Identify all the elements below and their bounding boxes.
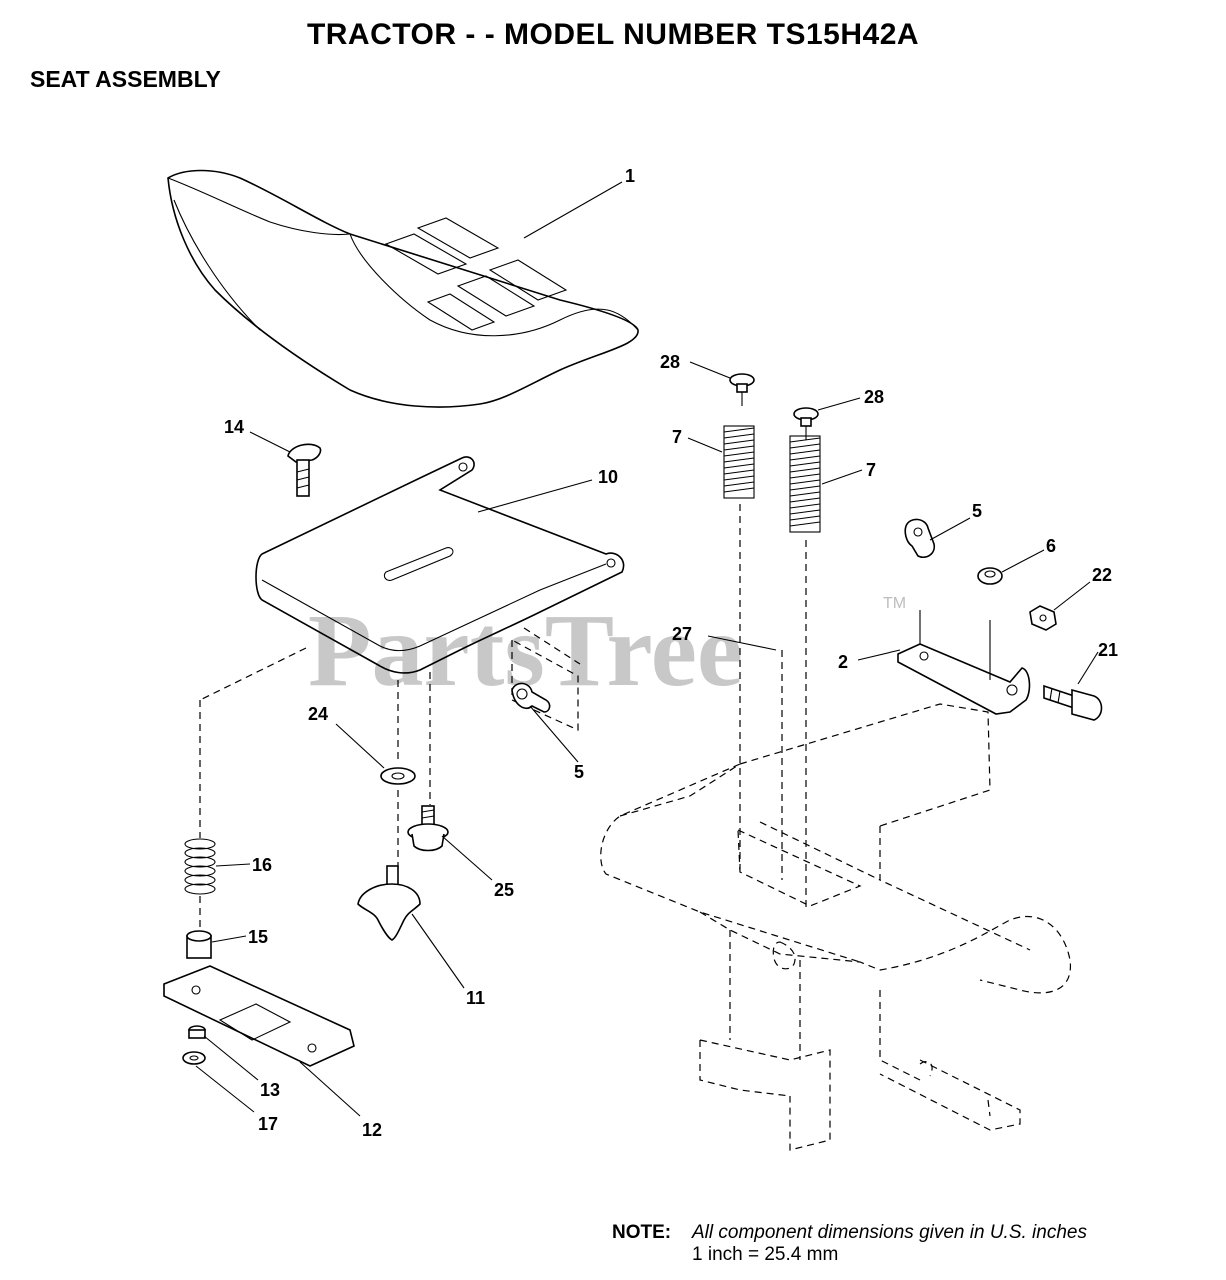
callout-10: 10	[598, 467, 618, 487]
callout-24: 24	[308, 704, 328, 724]
note-label: NOTE:	[612, 1222, 672, 1243]
plate-12	[163, 965, 355, 1067]
callout-28-right: 28	[864, 387, 884, 407]
note-line-1: NOTE: All component dimensions given in U…	[612, 1222, 1087, 1244]
spring-16	[184, 838, 216, 895]
spacer-15	[186, 930, 212, 959]
note-text: All component dimensions given in U.S. i…	[692, 1222, 1087, 1243]
nut-13	[188, 1025, 206, 1039]
callout-25: 25	[494, 880, 514, 900]
note-block: NOTE: All component dimensions given in U…	[612, 1222, 1087, 1266]
washer-6	[977, 567, 1003, 585]
watermark-tm: TM	[883, 595, 906, 612]
bolt-28-right	[793, 407, 819, 440]
callout-6: 6	[1046, 536, 1056, 556]
seat-pads	[384, 217, 568, 331]
callout-15: 15	[248, 927, 268, 947]
callout-11: 11	[466, 988, 485, 1008]
callout-5-right: 5	[972, 501, 982, 521]
callout-1: 1	[625, 166, 635, 186]
bracket-2	[897, 610, 1031, 715]
nut-22	[1029, 605, 1057, 631]
carriage-bolt	[287, 443, 322, 497]
callout-22: 22	[1092, 565, 1112, 585]
clip-right	[904, 518, 936, 559]
bolt-25	[407, 805, 449, 852]
callout-12: 12	[362, 1120, 382, 1140]
seat-cushion	[167, 169, 639, 408]
page-title: TRACTOR - - MODEL NUMBER TS15H42A	[306, 18, 920, 51]
callout-27: 27	[672, 624, 692, 644]
bolt-21	[1043, 684, 1103, 721]
callout-5-left: 5	[574, 762, 584, 782]
knob-11	[357, 865, 421, 941]
note-line-2: 1 inch = 25.4 mm	[692, 1244, 839, 1265]
section-title: SEAT ASSEMBLY	[30, 66, 221, 92]
washer-24	[380, 767, 416, 785]
callout-7-right: 7	[866, 460, 876, 480]
callout-7-left: 7	[672, 427, 682, 447]
callout-14: 14	[224, 417, 244, 437]
spring-7-right	[789, 435, 821, 533]
clip-left	[511, 682, 551, 713]
callout-16: 16	[252, 855, 272, 875]
seat-pan	[255, 456, 625, 674]
callout-17: 17	[258, 1114, 278, 1134]
tractor-frame	[600, 703, 1071, 1151]
callout-21: 21	[1098, 640, 1118, 660]
washer-17	[182, 1051, 206, 1065]
callout-28-left: 28	[660, 352, 680, 372]
bolt-28-left	[729, 373, 755, 406]
callout-13: 13	[260, 1080, 280, 1100]
callout-2: 2	[838, 652, 848, 672]
spring-7-left	[723, 425, 755, 499]
